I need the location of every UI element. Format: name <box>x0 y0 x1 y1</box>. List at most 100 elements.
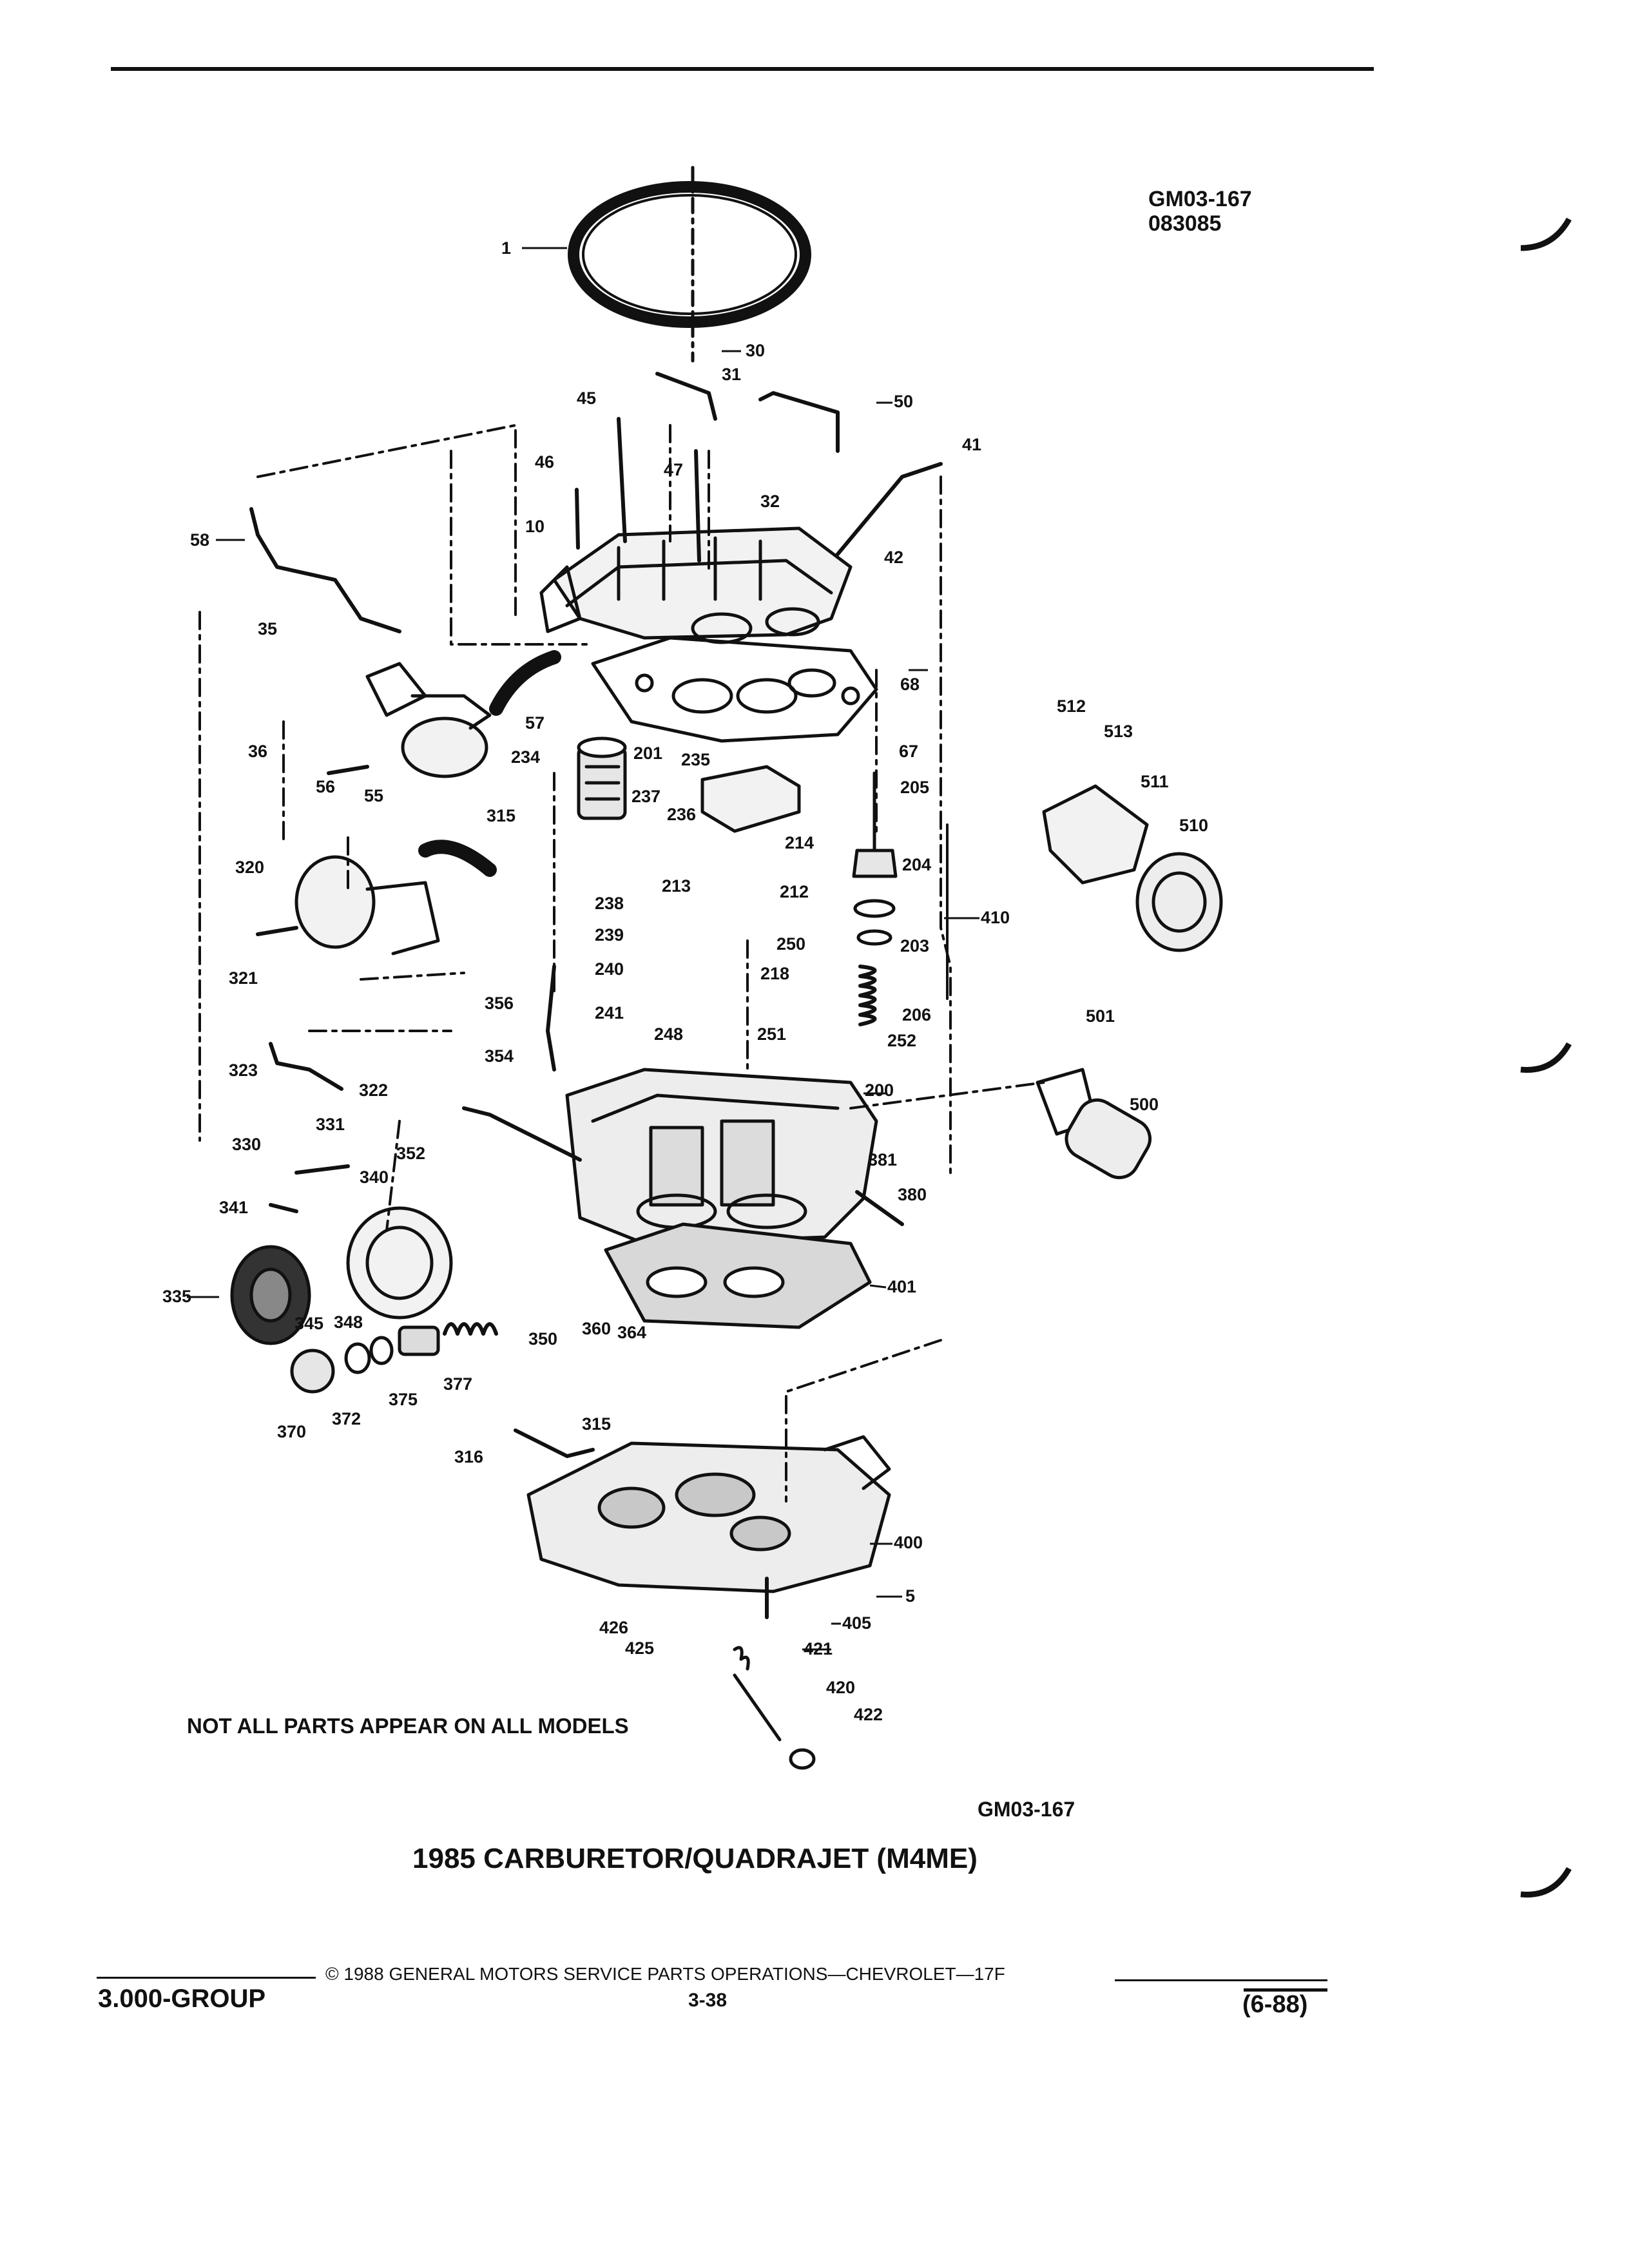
part-label: 501 <box>1086 1006 1115 1026</box>
part-label: 510 <box>1179 816 1208 835</box>
assembly-leader-lines <box>198 424 1045 1503</box>
part-label: 252 <box>887 1031 916 1050</box>
part-label: 315 <box>582 1414 611 1434</box>
part-label: 200 <box>865 1081 894 1100</box>
part-label: 323 <box>229 1061 258 1080</box>
footer-page-number: 3-38 <box>688 1990 728 2011</box>
part-label: 352 <box>396 1144 425 1163</box>
diagram-note: NOT ALL PARTS APPEAR ON ALL MODELS <box>187 1714 629 1738</box>
idle-speed-actuator <box>1042 784 1223 952</box>
part-label: 316 <box>454 1447 483 1466</box>
part-label: 315 <box>487 806 516 825</box>
part-label: 320 <box>235 858 264 877</box>
part-label: 330 <box>232 1135 261 1154</box>
air-horn-assembly <box>539 526 853 644</box>
part-label: 420 <box>826 1678 855 1697</box>
part-label: 321 <box>229 968 258 988</box>
part-label: 5 <box>905 1586 915 1606</box>
part-label: 203 <box>900 936 929 956</box>
screws-and-rods <box>256 372 943 1619</box>
footer-copyright: © 1988 GENERAL MOTORS SERVICE PARTS OPER… <box>325 1964 1005 1984</box>
footer-revision: (6-88) <box>1242 1991 1308 2018</box>
choke-cover <box>230 1245 311 1345</box>
part-label: 57 <box>525 713 545 733</box>
part-label: 354 <box>485 1046 514 1066</box>
idle-mixture-needle <box>733 1646 816 1770</box>
part-label: 238 <box>595 894 624 913</box>
part-label: 405 <box>842 1613 871 1633</box>
solenoid-plunger-stack <box>290 1322 498 1394</box>
pump-plunger-stack <box>852 771 898 1026</box>
diagram-artwork <box>198 166 1223 1770</box>
part-label: 236 <box>667 805 696 824</box>
part-label: 10 <box>525 517 545 536</box>
air-cleaner-gasket-ring <box>568 181 811 328</box>
footer-rule-right <box>1115 1979 1327 1981</box>
air-horn-gasket <box>591 636 878 743</box>
footer-rule-bottom-right <box>1244 1988 1327 1992</box>
part-label: 205 <box>900 778 929 797</box>
part-label: 36 <box>248 742 267 761</box>
part-label: 201 <box>633 744 662 763</box>
part-label: 50 <box>894 392 913 411</box>
part-label: 237 <box>631 787 660 806</box>
binding-marks <box>1520 217 1572 1898</box>
part-label: 214 <box>785 833 814 852</box>
pump-rod-guide <box>940 476 952 1180</box>
part-label: 331 <box>316 1115 345 1134</box>
part-label: 422 <box>854 1705 883 1724</box>
part-label: 46 <box>535 452 554 472</box>
vacuum-hose-rear <box>418 840 497 877</box>
header-code: GM03-167 <box>1148 187 1252 211</box>
part-label: 67 <box>899 742 918 761</box>
part-label: 42 <box>884 548 903 567</box>
part-label: 218 <box>760 964 789 983</box>
part-label: 32 <box>760 492 780 511</box>
part-label: 341 <box>219 1198 248 1217</box>
part-label: 204 <box>902 855 931 874</box>
part-label: 1 <box>501 238 511 258</box>
part-label: 500 <box>1130 1095 1159 1114</box>
part-label: 375 <box>389 1390 418 1409</box>
part-label: 235 <box>681 750 710 769</box>
part-label: 58 <box>190 530 209 550</box>
part-labels: 1 5 10 30 31 32 35 36 41 42 45 46 47 50 … <box>162 238 1208 1724</box>
part-label: 248 <box>654 1024 683 1044</box>
part-label: 45 <box>577 389 596 408</box>
footer-rule-left <box>97 1977 316 1979</box>
part-label: 206 <box>902 1005 931 1024</box>
idle-stop-solenoid <box>1036 1068 1152 1180</box>
filter-cup <box>577 736 627 820</box>
part-label: 30 <box>746 341 765 360</box>
part-label: 213 <box>662 876 691 896</box>
part-label: 381 <box>868 1150 897 1169</box>
vacuum-break-front <box>365 662 492 778</box>
part-label: 377 <box>443 1374 472 1394</box>
part-label: 55 <box>364 786 383 805</box>
part-label: 47 <box>664 460 683 479</box>
part-label: 68 <box>900 675 920 694</box>
part-label: 425 <box>625 1639 654 1658</box>
choke-link-rod <box>249 507 401 633</box>
part-label: 360 <box>582 1319 611 1338</box>
part-label: 31 <box>722 365 741 384</box>
part-label: 356 <box>485 994 514 1013</box>
part-label: 234 <box>511 747 540 767</box>
part-label: 401 <box>887 1277 916 1296</box>
vacuum-hose <box>489 650 561 716</box>
part-label: 364 <box>617 1323 646 1342</box>
part-label: 511 <box>1141 772 1169 791</box>
vacuum-break-primary <box>294 855 440 956</box>
part-label: 426 <box>599 1618 628 1637</box>
part-label: 400 <box>894 1533 923 1552</box>
part-label: 41 <box>962 435 981 454</box>
part-label: 410 <box>981 908 1010 927</box>
part-label: 513 <box>1104 722 1133 741</box>
top-rule <box>111 67 1374 71</box>
metering-rod-hanger <box>700 765 801 833</box>
header-date-code: 083085 <box>1148 211 1222 236</box>
part-label: 251 <box>757 1024 786 1044</box>
part-label: 350 <box>528 1329 557 1349</box>
